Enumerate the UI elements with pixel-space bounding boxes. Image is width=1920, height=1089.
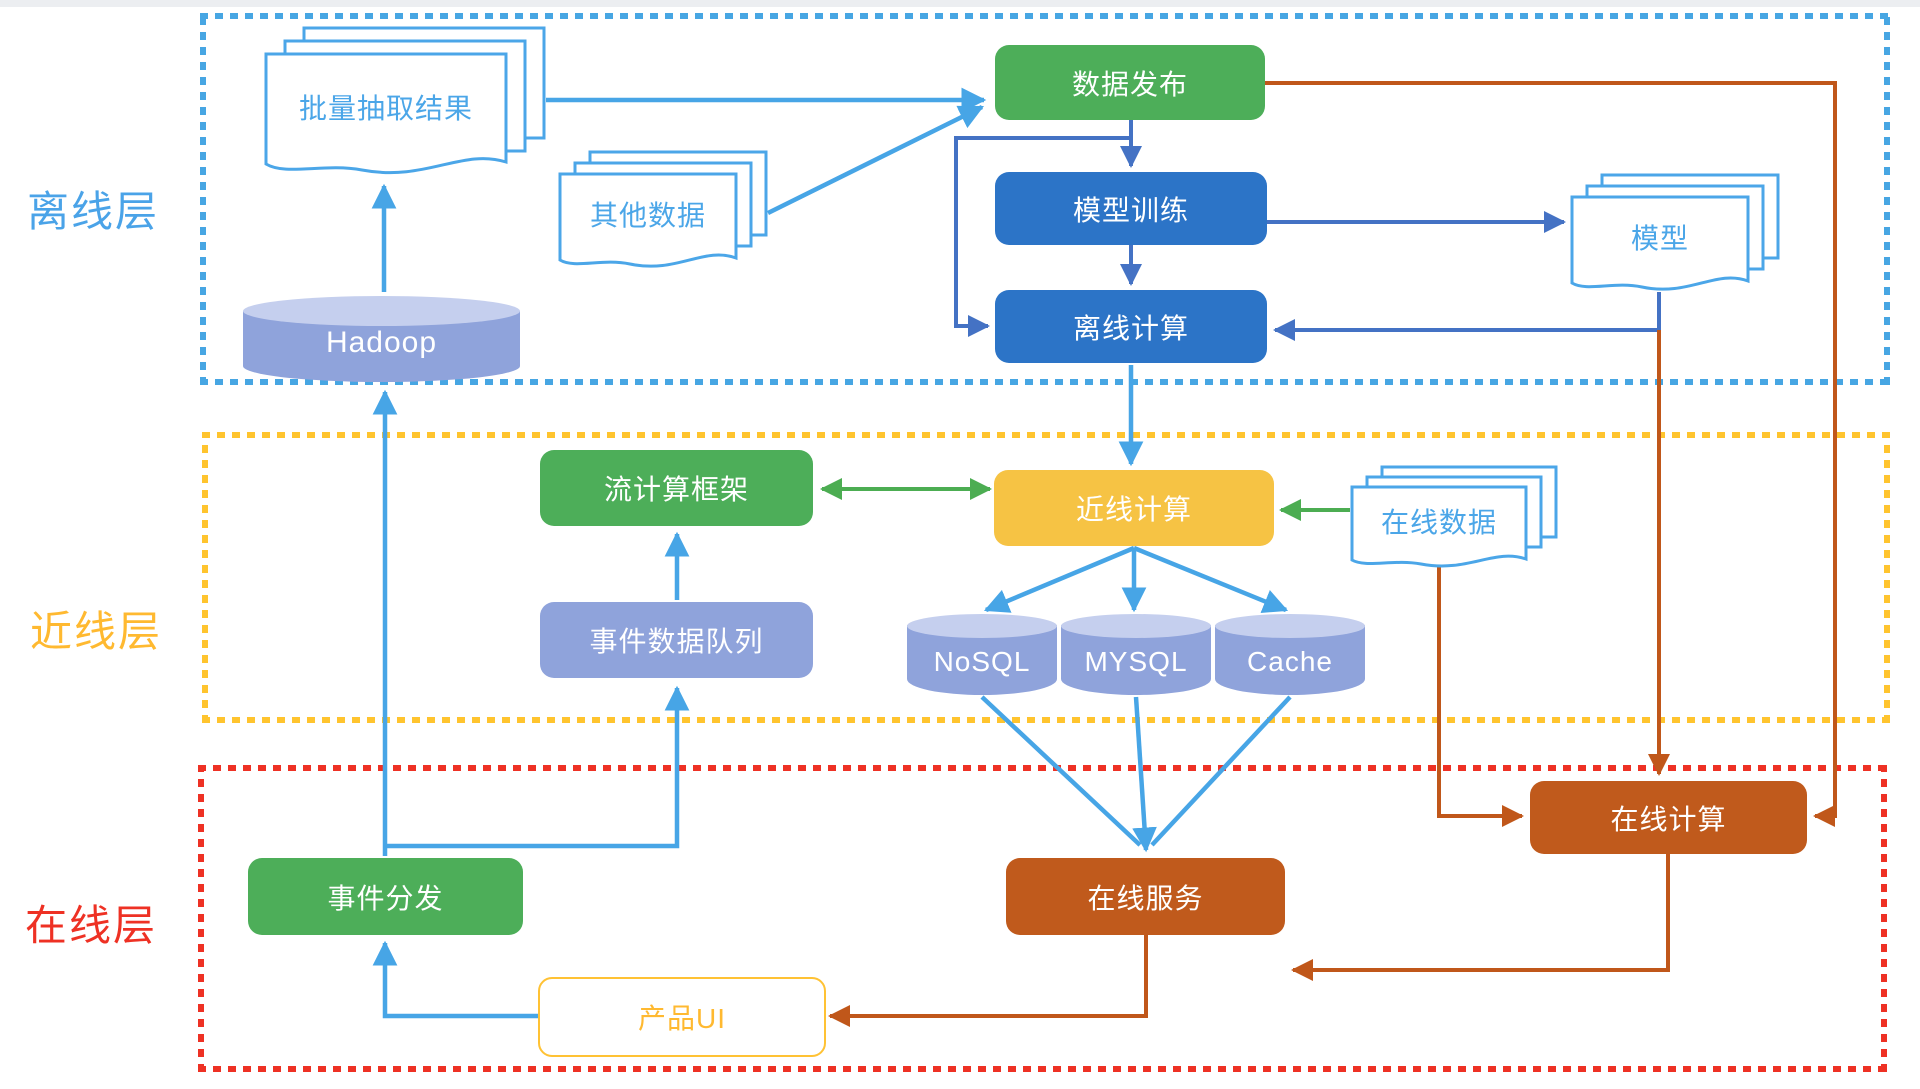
other-data-label: 其他数据 (589, 200, 706, 231)
node-online-compute: 在线计算 (1530, 781, 1807, 854)
online-layer-label: 在线层 (25, 902, 158, 949)
online-data-pages (1350, 465, 1558, 568)
nearline-layer-label: 近线层 (30, 608, 163, 655)
node-data-publish: 数据发布 (995, 45, 1265, 120)
node-model-training: 模型训练 (995, 172, 1267, 245)
online-data-label: 在线数据 (1380, 507, 1497, 538)
node-online-service: 在线服务 (1006, 858, 1285, 935)
node-mysql-database: MYSQL (1061, 614, 1211, 695)
node-product-ui: 产品UI (538, 977, 826, 1057)
other-data-pages (558, 150, 768, 268)
node-nosql-database: NoSQL (907, 614, 1057, 695)
model-label: 模型 (1630, 223, 1689, 254)
batch-results-pages (264, 26, 546, 175)
node-event-dispatch: 事件分发 (248, 858, 523, 935)
batch-results-document-stack: 批量抽取结果 (264, 26, 546, 182)
node-offline-compute: 离线计算 (995, 290, 1267, 363)
window-top-edge (0, 0, 1920, 7)
node-hadoop-database: Hadoop (243, 296, 520, 382)
online-data-document-stack: 在线数据 (1350, 465, 1560, 575)
other-data-document-stack: 其他数据 (558, 150, 770, 275)
batch-results-label: 批量抽取结果 (298, 93, 473, 124)
node-event-queue: 事件数据队列 (540, 602, 813, 678)
node-cache-database: Cache (1215, 614, 1365, 695)
model-pages (1570, 173, 1780, 291)
node-stream-framework: 流计算框架 (540, 450, 813, 526)
node-nearline-compute: 近线计算 (994, 470, 1274, 546)
offline-layer-label: 离线层 (27, 188, 160, 235)
model-document-stack: 模型 (1570, 173, 1782, 298)
